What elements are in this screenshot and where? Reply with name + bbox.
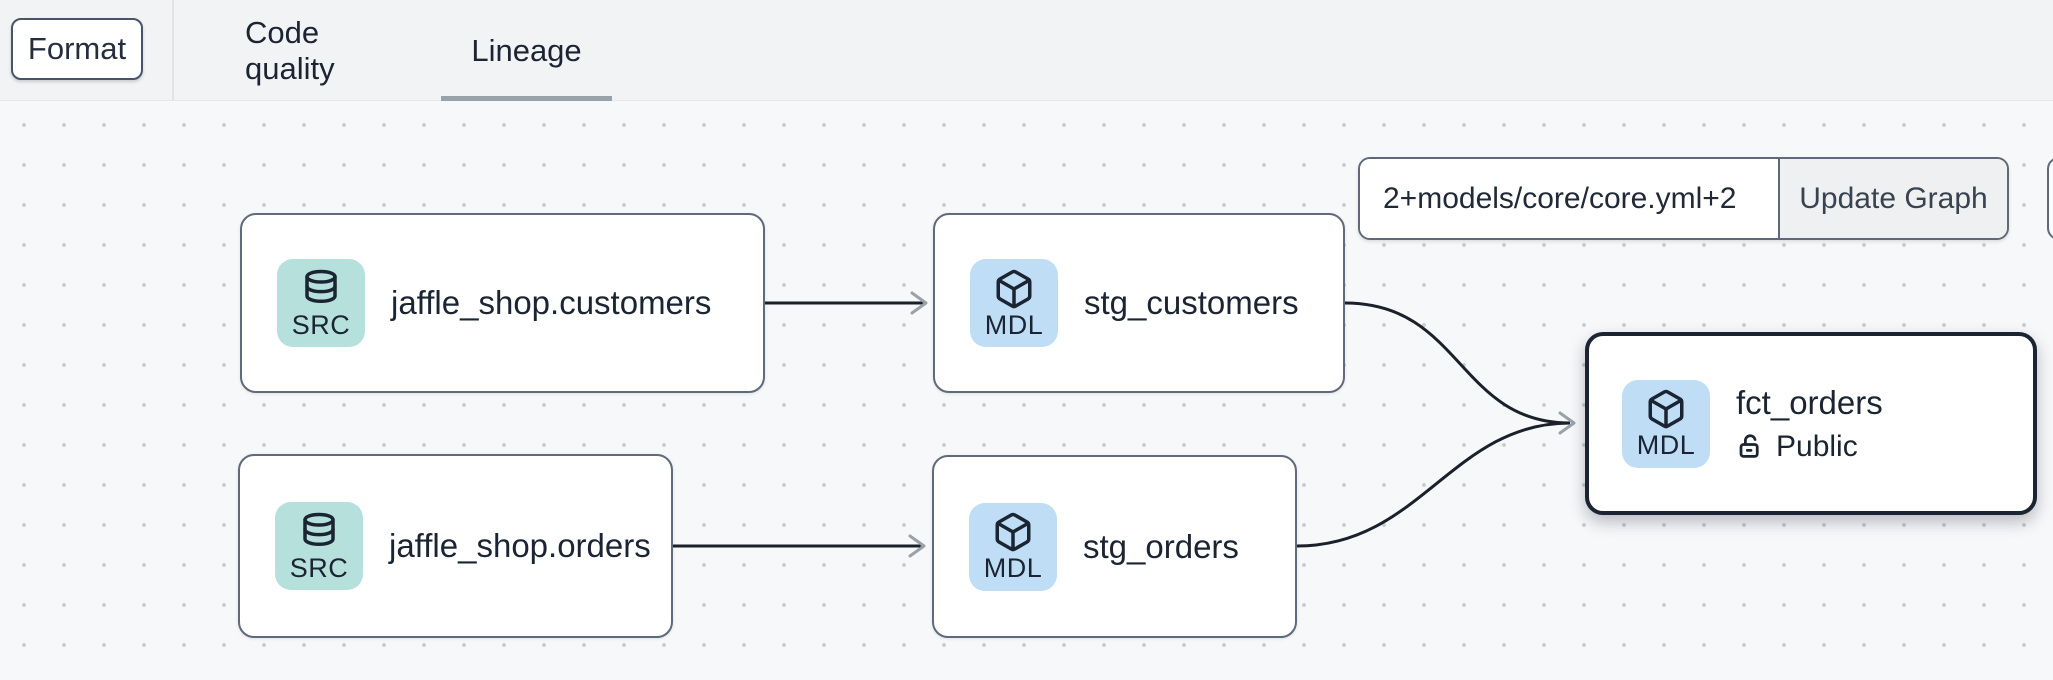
tab-lineage-label: Lineage (471, 32, 582, 68)
node-selector-input[interactable] (1360, 159, 1778, 238)
badge-label: MDL (1636, 430, 1696, 460)
database-icon (303, 512, 335, 546)
lineage-edges (673, 291, 1576, 558)
source-badge: SRC (277, 259, 365, 347)
database-icon (305, 269, 337, 303)
update-graph-button[interactable]: Update Graph (1778, 159, 2007, 238)
tab-code-quality-label: Code quality (245, 14, 335, 86)
node-label: stg_orders (1083, 527, 1239, 565)
box-icon (995, 512, 1031, 552)
access-row: Public (1736, 430, 1883, 464)
top-toolbar: Format Code quality Lineage (0, 0, 2053, 101)
model-badge: MDL (1622, 379, 1710, 468)
tab-lineage[interactable]: Lineage (441, 0, 612, 101)
node-jaffle-shop-orders[interactable]: SRC jaffle_shop.orders (238, 454, 673, 638)
format-button[interactable]: Format (11, 18, 143, 80)
lineage-canvas[interactable]: SRC jaffle_shop.customers MDL stg_custom… (0, 101, 2053, 680)
unlock-icon (1739, 433, 1759, 458)
node-label: jaffle_shop.orders (389, 527, 651, 564)
tab-code-quality[interactable]: Code quality (245, 0, 403, 101)
model-badge: MDL (969, 502, 1057, 591)
badge-label: SRC (291, 309, 351, 340)
node-fct-orders[interactable]: MDL fct_orders Public (1585, 332, 2037, 515)
box-icon (1648, 389, 1684, 429)
access-label: Public (1776, 429, 1858, 463)
graph-selector-group: Update Graph (1358, 157, 2009, 240)
node-jaffle-shop-customers[interactable]: SRC jaffle_shop.customers (240, 213, 765, 393)
badge-label: SRC (289, 552, 349, 583)
node-stg-orders[interactable]: MDL stg_orders (932, 455, 1297, 638)
edge-clipped-control[interactable] (2047, 157, 2053, 240)
active-tab-underline (441, 96, 612, 101)
node-text: fct_orders Public (1736, 384, 1883, 464)
model-badge: MDL (970, 259, 1058, 347)
badge-label: MDL (983, 553, 1043, 583)
source-badge: SRC (275, 502, 363, 590)
node-label: jaffle_shop.customers (391, 284, 712, 321)
badge-label: MDL (984, 309, 1044, 340)
node-label: fct_orders (1736, 383, 1883, 421)
node-stg-customers[interactable]: MDL stg_customers (933, 213, 1345, 393)
toolbar-divider (172, 0, 174, 101)
box-icon (996, 269, 1032, 308)
node-label: stg_customers (1084, 284, 1299, 321)
